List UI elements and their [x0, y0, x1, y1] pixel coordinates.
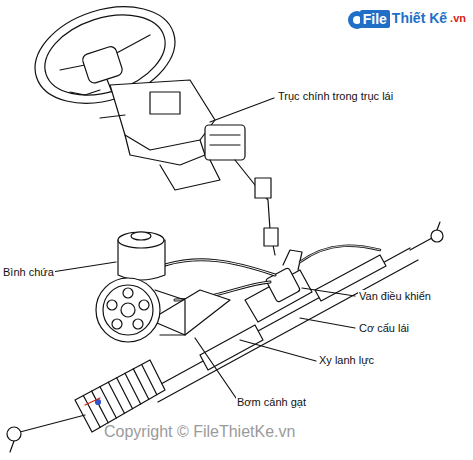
- callout-label: Trục chính trong trục lái: [277, 90, 394, 103]
- callout-label: Bình chứa: [2, 266, 55, 279]
- boot-rib: [83, 396, 100, 428]
- logo-text: Thiết Kế: [391, 10, 448, 26]
- watermark: Copyright © FileThietKe.vn: [103, 423, 296, 441]
- boot-rib: [100, 387, 116, 418]
- callout-label: Van điều khiển: [358, 290, 432, 303]
- callout-label: Cơ cấu lái: [358, 322, 410, 335]
- logo-text: File: [360, 10, 390, 28]
- logo-text: .vn: [449, 10, 467, 26]
- callout-label: Bơm cánh gạt: [236, 396, 307, 409]
- boot-rib: [142, 364, 157, 394]
- boot-rib: [92, 391, 109, 423]
- callout-label: Xy lanh lực: [318, 354, 375, 367]
